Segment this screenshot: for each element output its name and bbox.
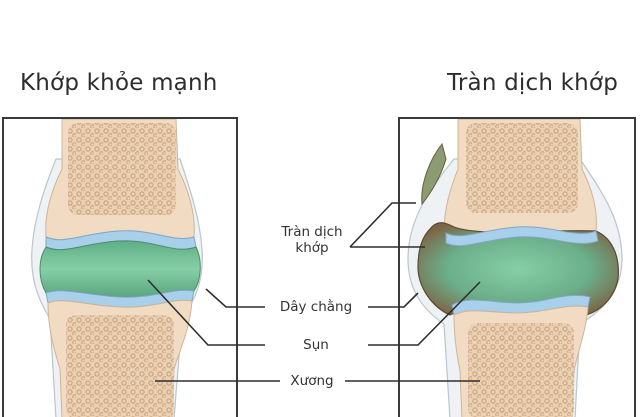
effusion-joint-title: Tràn dịch khớp — [447, 70, 618, 96]
upper-bone-spongy — [466, 123, 578, 213]
effusion-joint-panel — [398, 117, 636, 417]
lower-bone-spongy — [468, 323, 574, 417]
healthy-joint-title: Khớp khỏe mạnh — [20, 70, 218, 96]
healthy-joint-illustration — [31, 119, 203, 417]
lower-bone-spongy — [66, 315, 174, 417]
upper-cartilage — [445, 226, 599, 247]
label-bone: Xương — [290, 373, 334, 389]
healthy-joint-panel — [2, 117, 238, 417]
synovial-fluid — [39, 240, 201, 298]
label-effusion-line2: khớp — [295, 240, 329, 256]
effusion-joint-illustration — [407, 119, 623, 417]
upper-bone-spongy — [68, 123, 176, 215]
label-cartilage: Sụn — [303, 337, 329, 353]
label-ligament: Dây chằng — [279, 299, 353, 315]
label-effusion-line1: Tràn dịch — [281, 224, 343, 240]
effusion-pouch — [421, 142, 447, 206]
